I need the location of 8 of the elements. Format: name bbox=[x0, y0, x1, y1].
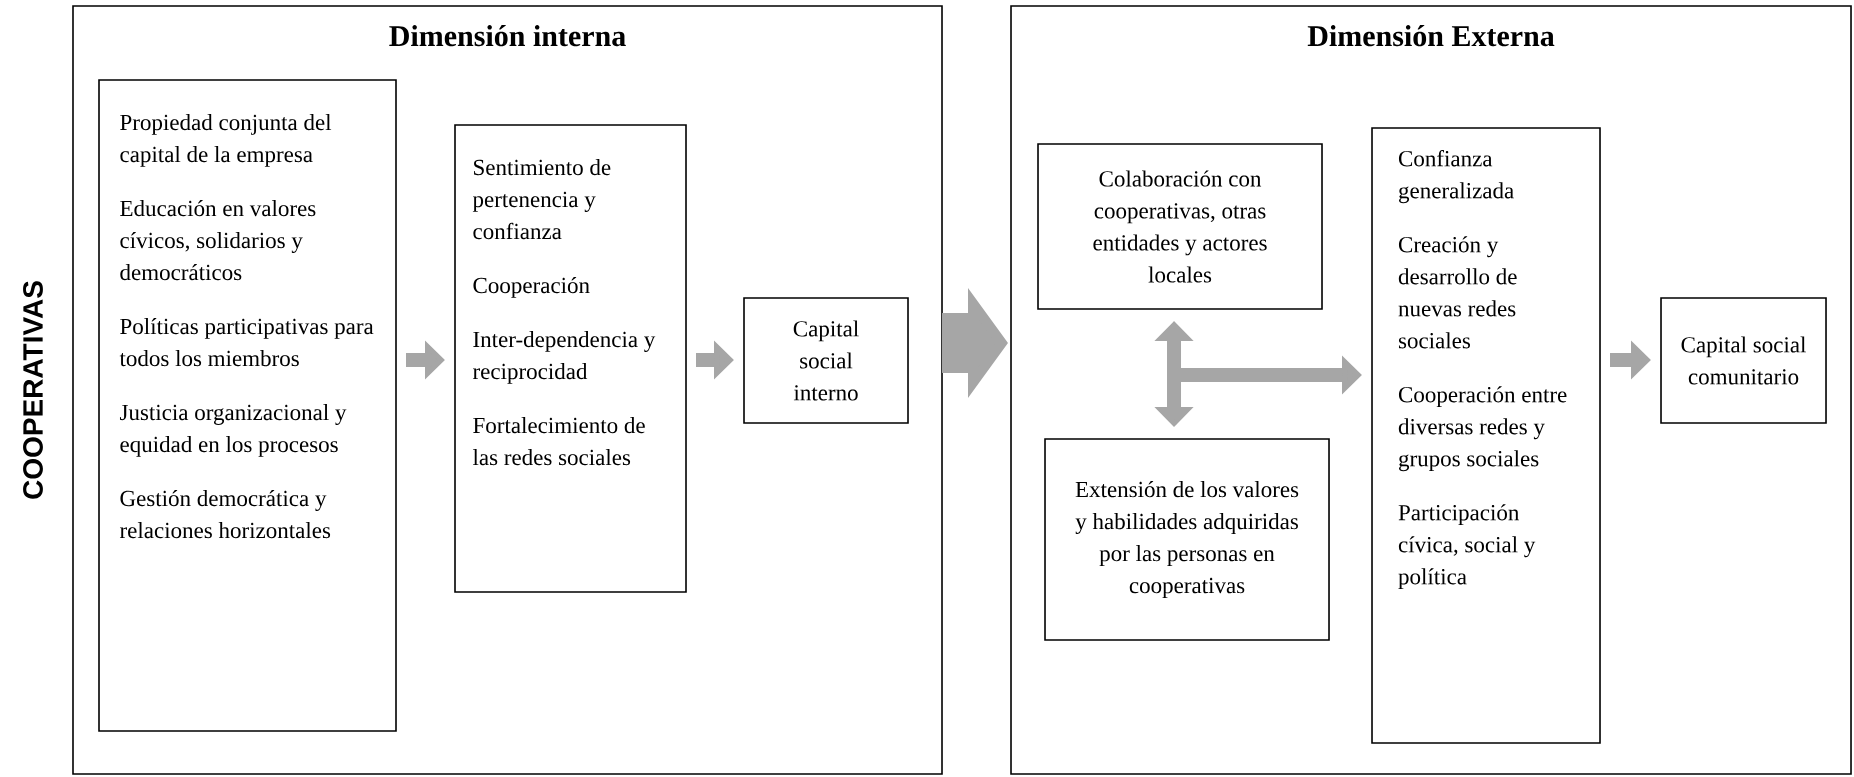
text-box: Propiedad conjunta del capital de la empresa Educación en valores cívicos, solidarios y democráticos Políticas participativas para todos los miembros Justicia organizacional y equidad en los procesos Gestión democrática y relaciones horizontales bbox=[98, 79, 397, 732]
text-box: Sentimiento de pertenencia y confianza Cooperación Inter-dependencia y reciprocidad Fortalecimiento de las redes sociales bbox=[454, 124, 687, 593]
text-box: Capital social interno bbox=[743, 297, 909, 424]
text-box: Colaboración con cooperativas, otras entidades y actores locales bbox=[1037, 143, 1323, 310]
side-label: COOPERATIVAS bbox=[23, 281, 43, 499]
text-box: Confianza generalizada Creación y desarrollo de nuevas redes sociales Cooperación entre diversas redes y grupos sociales Participación cívica, social y política bbox=[1371, 127, 1601, 744]
text-box: Capital social comunitario bbox=[1660, 297, 1827, 424]
text-box: Extensión de los valores y habilidades adquiridas por las personas en cooperativas bbox=[1044, 438, 1330, 641]
